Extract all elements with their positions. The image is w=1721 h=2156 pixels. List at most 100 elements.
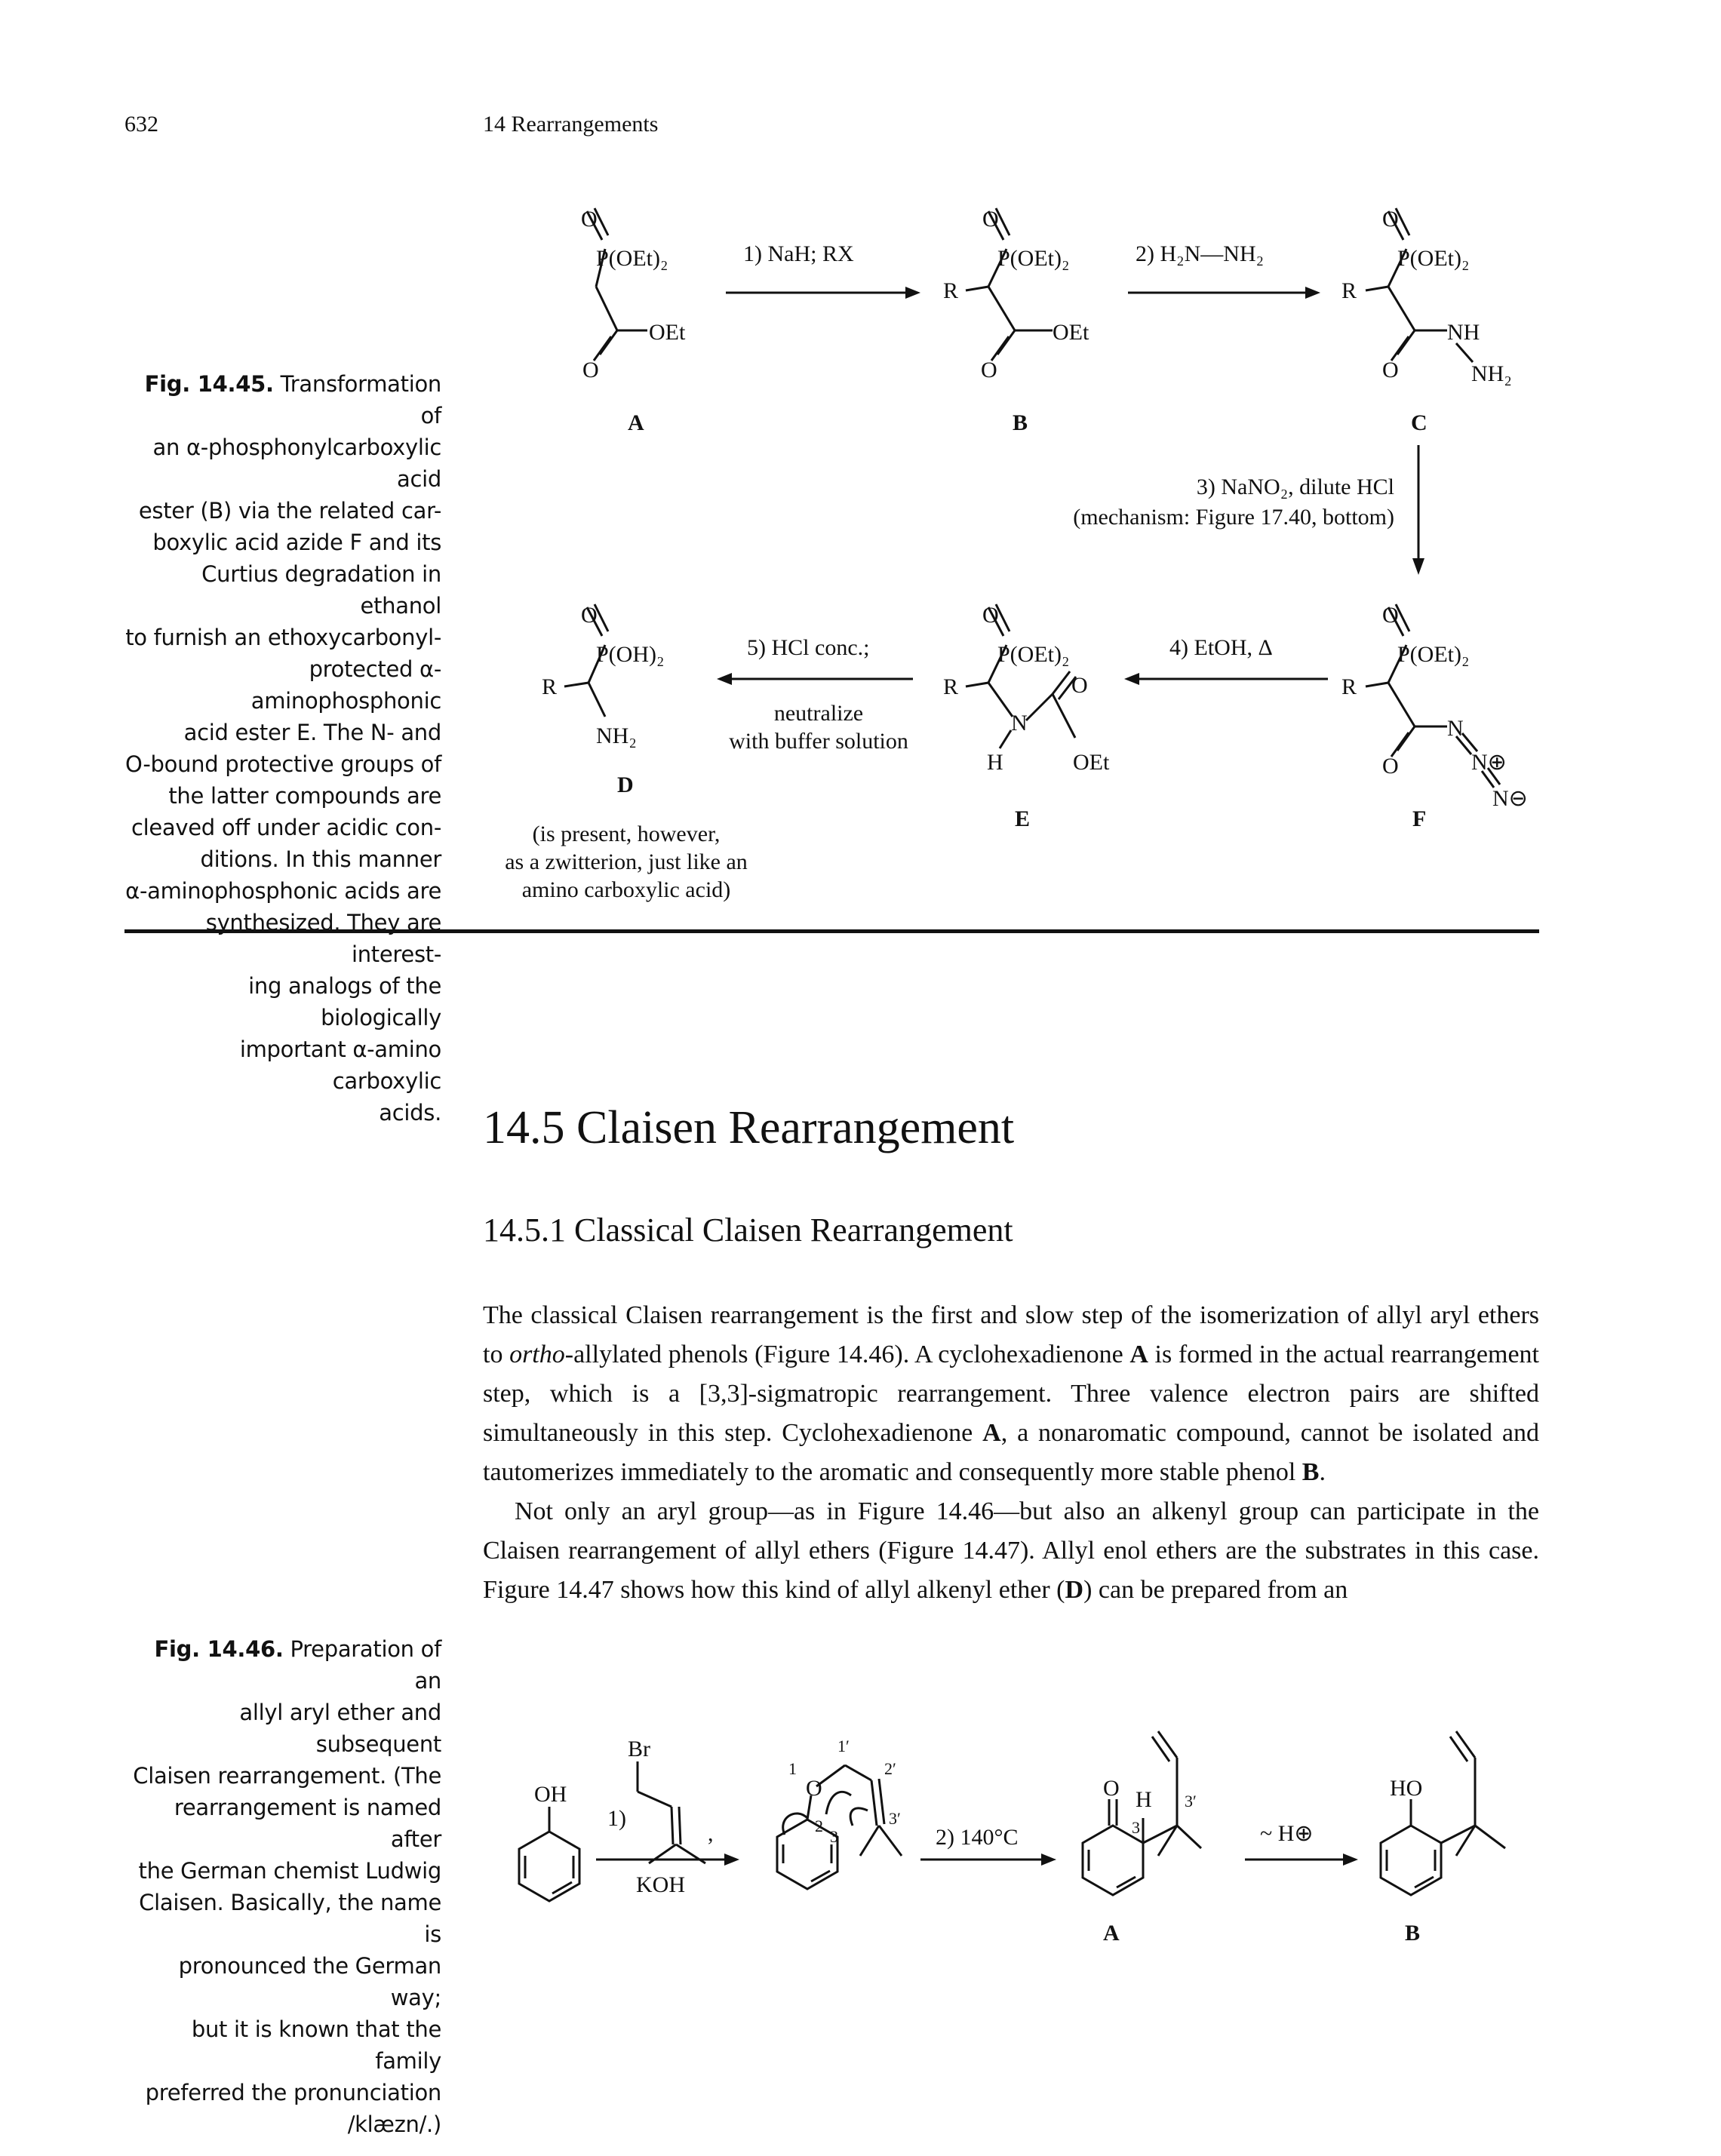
body-text: The classical Claisen rearrangement is t…	[483, 1296, 1539, 1610]
atom-O: O	[1382, 754, 1399, 779]
paragraph-2: Not only an aryl group—as in Figure 14.4…	[483, 1497, 1539, 1604]
group-R: R	[943, 674, 958, 699]
fig45-caption-line: important α-amino carboxylic	[239, 1037, 441, 1094]
atom-O: O	[1382, 603, 1399, 628]
compound-label-B: B	[1013, 410, 1028, 435]
group-NH: NH	[1447, 320, 1480, 345]
fig45-caption-line: protected α-aminophosphonic	[250, 656, 442, 714]
atom-N: N	[1447, 716, 1464, 741]
fig45-caption-label: Fig. 14.45.	[144, 371, 274, 397]
fig45-caption-line: acid ester E. The N- and	[183, 720, 442, 745]
step-2: 2) 140°C	[936, 1825, 1019, 1850]
fig46-scheme: OH Br 1) , KOH O 1 2 3 1′ 2′ 3′ 2) 140°C…	[518, 1731, 1506, 1946]
compound-label-A: A	[628, 410, 644, 435]
group-POEt2: P(OEt)₂	[997, 246, 1069, 271]
fig46-caption-line: the German chemist Ludwig	[138, 1858, 442, 1884]
step-2: 2) H₂N—NH₂	[1136, 241, 1264, 266]
atom-O: O	[1382, 358, 1399, 382]
fig45-caption-line: boxylic acid azide F and its	[152, 530, 441, 555]
group-OH: OH	[534, 1782, 567, 1807]
compound-label-B: B	[1405, 1921, 1420, 1946]
proton-shift: ~ H⊕	[1260, 1821, 1314, 1846]
position-2-prime: 2′	[884, 1759, 896, 1778]
group-NH2: NH₂	[596, 723, 637, 748]
compound-label-C: C	[1411, 410, 1428, 435]
atom-O: O	[581, 603, 598, 628]
fig45-caption-line: ditions. In this manner	[200, 846, 442, 872]
compound-label-F: F	[1412, 806, 1426, 831]
atom-O: O	[1103, 1776, 1120, 1801]
atom-Br: Br	[628, 1737, 650, 1761]
fig46-caption: Fig. 14.46. Preparation of an allyl aryl…	[124, 1633, 441, 2140]
atom-H: H	[987, 750, 1003, 775]
fig46-caption-line: rearrangement is named after	[174, 1795, 441, 1852]
fig46-caption-line: Claisen. Basically, the name is	[139, 1890, 441, 1947]
step-5-neutralize: neutralize	[774, 701, 863, 726]
atom-O: O	[982, 207, 999, 232]
fig46-caption-line: pronounced the German way;	[178, 1953, 442, 2010]
group-OEt: OEt	[649, 320, 686, 345]
zwitterion-note: amino carboxylic acid)	[522, 877, 731, 902]
group-R: R	[542, 674, 557, 699]
comma: ,	[708, 1821, 714, 1846]
step-4: 4) EtOH, Δ	[1169, 635, 1273, 660]
fig45-caption-line: acids.	[379, 1100, 441, 1126]
atom-O: O	[1071, 673, 1088, 698]
group-OEt: OEt	[1053, 320, 1089, 345]
position-1-prime: 1′	[837, 1737, 850, 1755]
step-3: 3) NaNO₂, dilute HCl	[1197, 475, 1394, 499]
group-R: R	[943, 278, 958, 303]
zwitterion-note: as a zwitterion, just like an	[505, 849, 748, 874]
paragraph-1: The classical Claisen rearrangement is t…	[483, 1301, 1539, 1486]
subsection-title: 14.5.1 Classical Claisen Rearrangement	[483, 1212, 1013, 1248]
atom-O: O	[981, 358, 997, 382]
group-POEt2: P(OEt)₂	[596, 246, 668, 271]
atom-O: O	[806, 1776, 822, 1801]
fig45-caption-line: ester (B) via the related car-	[138, 498, 441, 524]
running-title: 14 Rearrangements	[483, 112, 659, 137]
fig45-caption-line: α-aminophosphonic acids are	[125, 878, 441, 904]
atom-N: N	[1011, 711, 1028, 736]
position-3-prime: 3′	[1185, 1792, 1197, 1810]
fig46-caption-line: Claisen rearrangement. (The	[133, 1763, 441, 1789]
step-5-buffer: with buffer solution	[729, 729, 908, 754]
step-1: 1)	[607, 1806, 626, 1831]
compound-label-D: D	[617, 772, 634, 797]
atom-O: O	[581, 207, 598, 232]
figure-divider	[124, 929, 1539, 933]
page-number: 632	[124, 112, 158, 137]
compound-label-E: E	[1015, 806, 1030, 831]
reagent-KOH: KOH	[636, 1872, 685, 1897]
fig45-scheme: O P(OEt)₂ OEt O A 1) NaH; RX O P(OEt)₂ R…	[505, 207, 1528, 902]
group-OEt: OEt	[1073, 750, 1110, 775]
atom-H: H	[1136, 1787, 1152, 1812]
group-R: R	[1341, 674, 1357, 699]
fig45-caption-line: ing analogs of the biologically	[248, 973, 441, 1030]
section-title: 14.5 Claisen Rearrangement	[483, 1102, 1015, 1153]
fig46-caption-line: /klæzn/.)	[347, 2111, 442, 2137]
group-POEt2: P(OEt)₂	[1397, 642, 1469, 667]
compound-label-A: A	[1103, 1921, 1120, 1946]
fig45-caption: Fig. 14.45. Transformation of an α-phosp…	[124, 368, 441, 1129]
atom-N-minus: N⊖	[1492, 786, 1528, 811]
fig45-caption-line: cleaved off under acidic con-	[131, 815, 441, 840]
fig45-caption-line: Curtius degradation in ethanol	[201, 561, 441, 619]
fig45-caption-line: Transformation of	[280, 371, 442, 428]
group-POEt2: P(OEt)₂	[997, 642, 1069, 667]
fig45-caption-line: O-bound protective groups of	[125, 751, 441, 777]
atom-O: O	[982, 603, 999, 628]
zwitterion-note: (is present, however,	[533, 822, 721, 846]
step-5: 5) HCl conc.;	[747, 635, 869, 660]
step-3-note: (mechanism: Figure 17.40, bottom)	[1073, 505, 1394, 530]
fig46-caption-label: Fig. 14.46.	[154, 1636, 284, 1662]
group-HO: HO	[1390, 1776, 1422, 1801]
fig46-caption-line: but it is known that the family	[191, 2016, 441, 2074]
fig45-caption-line: an α-phosphonylcarboxylic acid	[152, 435, 442, 492]
atom-O: O	[582, 358, 599, 382]
position-3-prime: 3′	[889, 1809, 901, 1828]
fig46-caption-line: preferred the pronunciation	[145, 2080, 442, 2105]
atom-N-plus: N⊕	[1471, 750, 1507, 775]
position-3: 3	[1132, 1818, 1140, 1837]
fig46-caption-line: Preparation of an	[290, 1636, 442, 1694]
group-POEt2: P(OEt)₂	[1397, 246, 1469, 271]
